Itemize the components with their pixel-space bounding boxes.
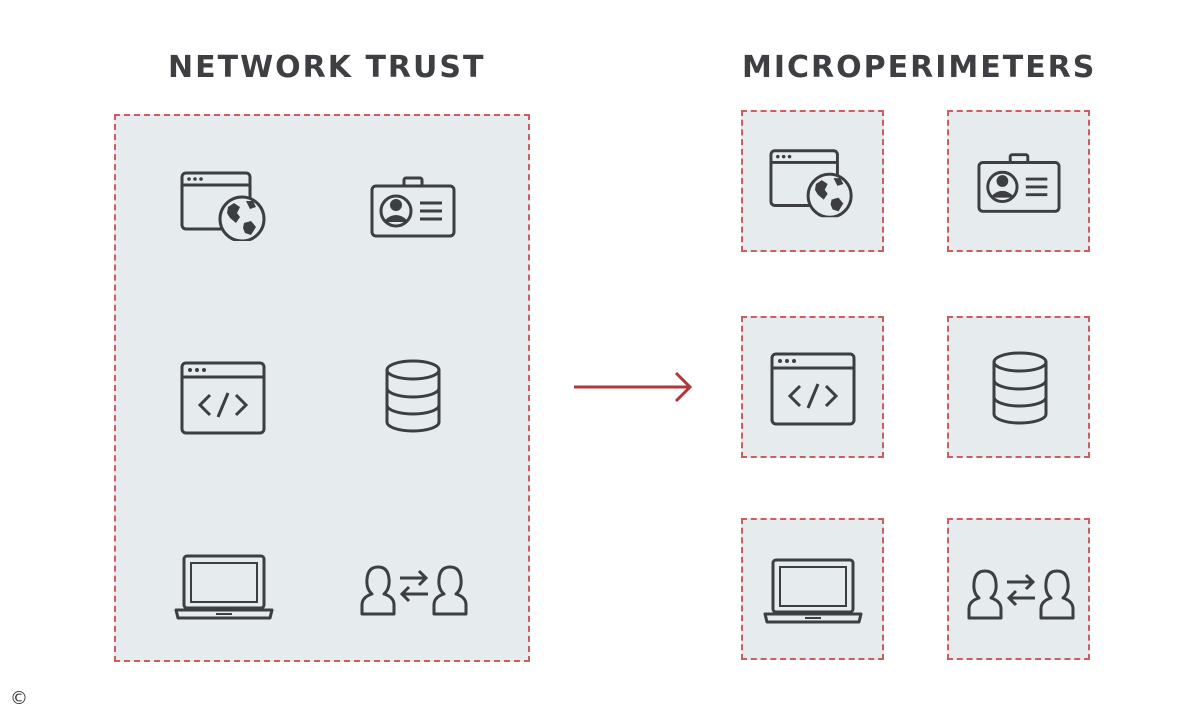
user-exchange-icon <box>965 564 1077 620</box>
laptop-icon <box>174 554 274 620</box>
id-badge-icon <box>977 152 1061 214</box>
microperimeter-tile <box>741 518 884 660</box>
right-arrow-icon <box>572 369 696 409</box>
microperimeter-tile <box>741 110 884 252</box>
network-trust-title: NETWORK TRUST <box>168 50 486 85</box>
database-icon <box>384 358 442 434</box>
code-window-icon <box>180 361 266 435</box>
code-window-icon <box>770 352 856 426</box>
id-badge-icon <box>370 176 456 238</box>
microperimeter-tile <box>947 316 1090 458</box>
microperimeter-tile <box>741 316 884 458</box>
microperimeters-title: MICROPERIMETERS <box>742 50 1097 85</box>
microperimeter-tile <box>947 110 1090 252</box>
web-browser-globe-icon <box>180 168 270 244</box>
copyright-mark: © <box>10 688 28 709</box>
web-browser-globe-icon <box>769 146 857 220</box>
user-exchange-icon <box>358 560 470 616</box>
network-trust-zone <box>114 114 530 662</box>
laptop-icon <box>763 558 863 624</box>
database-icon <box>991 350 1049 426</box>
microperimeter-tile <box>947 518 1090 660</box>
